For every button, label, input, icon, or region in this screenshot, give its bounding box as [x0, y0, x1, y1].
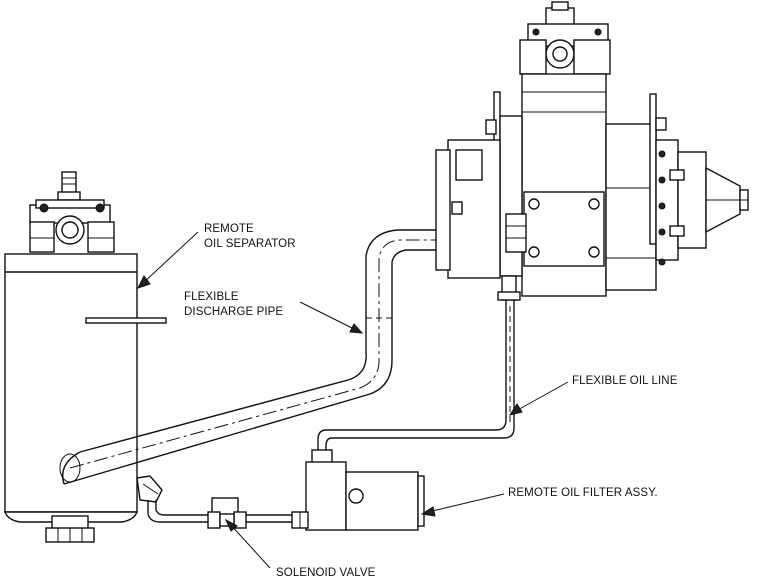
oil-return-piping — [147, 500, 292, 523]
label-flexible-discharge-pipe-1: FLEXIBLE — [184, 291, 239, 303]
remote-oil-separator — [3, 171, 167, 543]
label-remote-oil-separator-2: OIL SEPARATOR — [204, 238, 296, 250]
label-flexible-oil-line: FLEXIBLE OIL LINE — [572, 375, 678, 387]
label-remote-oil-separator-1: REMOTE — [204, 223, 254, 235]
label-flexible-discharge-pipe-2: DISCHARGE PIPE — [184, 306, 284, 318]
solenoid-valve — [207, 497, 247, 529]
flexible-discharge-pipe — [59, 229, 510, 485]
label-remote-oil-filter-assy: REMOTE OIL FILTER ASSY. — [508, 487, 658, 499]
remote-oil-filter — [291, 449, 425, 531]
label-solenoid-valve: SOLENOID VALVE — [276, 567, 376, 579]
leader-lines — [137, 231, 569, 569]
flexible-oil-line — [317, 300, 515, 452]
compressor — [435, 1, 749, 301]
